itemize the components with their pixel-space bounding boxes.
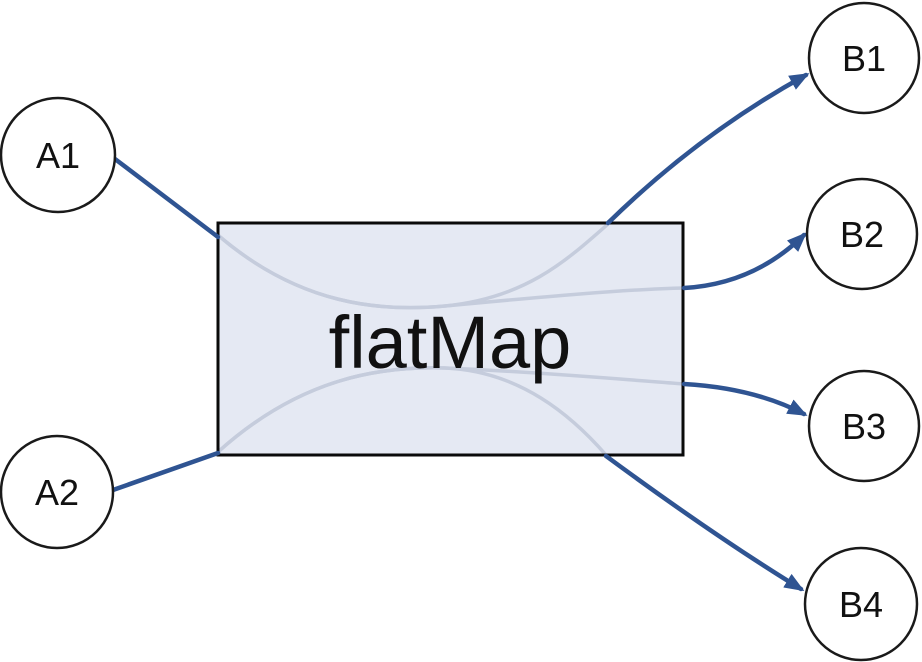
flatmap-box-label: flatMap	[329, 301, 572, 384]
node-b3-circle	[807, 369, 921, 483]
node-a1: A1	[0, 96, 117, 214]
node-b1-label: B1	[842, 38, 886, 79]
node-a2-circle	[0, 434, 115, 550]
edge-flatmap-to-b1	[605, 72, 810, 226]
node-a1-label: A1	[36, 135, 80, 176]
node-b4: B4	[803, 546, 919, 662]
node-b3-label: B3	[842, 406, 886, 447]
node-b4-circle	[803, 546, 919, 662]
flatmap-box-fill	[218, 223, 683, 455]
node-a1-circle	[0, 96, 117, 214]
node-b3: B3	[807, 369, 921, 483]
inner-trace-a1-to-b2	[217, 234, 686, 310]
node-a2: A2	[0, 434, 115, 550]
node-b2: B2	[805, 177, 919, 291]
edge-a2-to-flatmap	[110, 450, 221, 493]
node-a2-label: A2	[35, 472, 79, 513]
edge-flatmap-to-b4	[603, 453, 805, 592]
node-b2-circle	[805, 177, 919, 291]
node-b4-label: B4	[839, 584, 883, 625]
node-b1-circle	[807, 1, 921, 115]
flatmap-box-border	[216, 221, 685, 457]
edge-a1-to-flatmap	[112, 156, 221, 240]
edge-flatmap-to-b3	[681, 381, 808, 417]
inner-trace-a2-to-b4	[216, 366, 608, 457]
node-b2-label: B2	[840, 214, 884, 255]
edge-flatmap-to-b2	[681, 232, 807, 291]
node-b1: B1	[807, 1, 921, 115]
